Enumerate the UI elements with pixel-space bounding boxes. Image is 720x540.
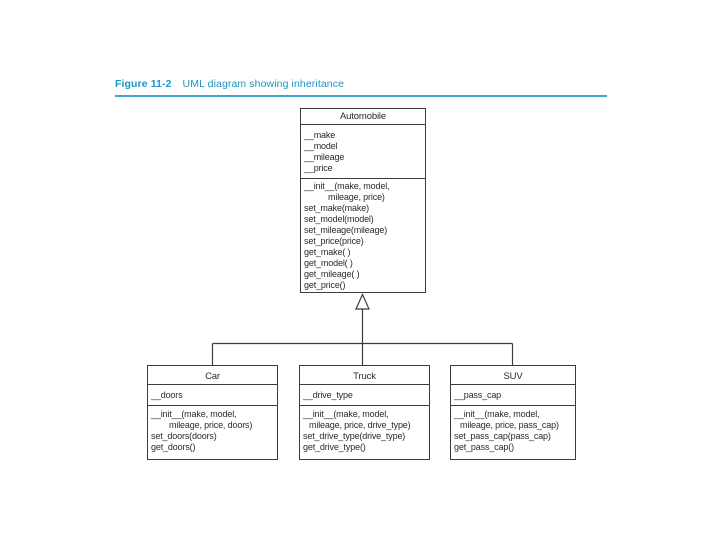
automobile-methods: __init__(make, model, mileage, price) se… [301, 179, 425, 291]
attribute: __make [304, 130, 336, 140]
method: set_make(make) [304, 203, 369, 213]
method: set_pass_cap(pass_cap) [454, 431, 551, 441]
truck-attributes: __drive_type [300, 385, 429, 406]
method: set_model(model) [304, 214, 374, 224]
method: set_doors(doors) [151, 431, 217, 441]
method-continuation: mileage, price) [328, 192, 385, 202]
method: set_price(price) [304, 236, 364, 246]
inheritance-triangle-icon [355, 293, 370, 310]
suv-attributes: __pass_cap [451, 385, 575, 406]
figure-caption: UML diagram showing inheritance [182, 78, 345, 90]
attribute: __model [304, 141, 338, 151]
method-continuation: mileage, price, doors) [169, 420, 253, 430]
method: get_mileage( ) [304, 269, 360, 279]
figure-label: Figure 11-2 [115, 78, 172, 90]
class-name-automobile: Automobile [301, 109, 425, 125]
attribute: __drive_type [303, 390, 353, 400]
class-name-suv: SUV [451, 366, 575, 385]
class-box-car: Car __doors __init__(make, model, mileag… [147, 365, 278, 460]
method: get_doors() [151, 442, 196, 452]
attribute: __mileage [304, 152, 345, 162]
class-box-suv: SUV __pass_cap __init__(make, model, mil… [450, 365, 576, 460]
method-continuation: mileage, price, pass_cap) [460, 420, 559, 430]
class-box-truck: Truck __drive_type __init__(make, model,… [299, 365, 430, 460]
method: get_drive_type() [303, 442, 366, 452]
attribute: __doors [151, 390, 183, 400]
class-name-car: Car [148, 366, 277, 385]
attribute: __price [304, 163, 333, 173]
method: __init__(make, model, [303, 409, 389, 419]
method: __init__(make, model, [151, 409, 237, 419]
car-attributes: __doors [148, 385, 277, 406]
suv-methods: __init__(make, model, mileage, price, pa… [451, 406, 575, 453]
method: get_make( ) [304, 247, 351, 257]
method: set_mileage(mileage) [304, 225, 388, 235]
method: set_drive_type(drive_type) [303, 431, 406, 441]
attribute: __pass_cap [454, 390, 502, 400]
class-box-automobile: Automobile __make __model __mileage __pr… [300, 108, 426, 293]
caption-rule [115, 95, 607, 97]
method: get_pass_cap() [454, 442, 514, 452]
method-continuation: mileage, price, drive_type) [309, 420, 411, 430]
figure-header: Figure 11-2 UML diagram showing inherita… [115, 78, 615, 90]
method: get_model( ) [304, 258, 353, 268]
car-methods: __init__(make, model, mileage, price, do… [148, 406, 277, 453]
method: __init__(make, model, [304, 181, 390, 191]
method: __init__(make, model, [454, 409, 540, 419]
class-name-truck: Truck [300, 366, 429, 385]
automobile-attributes: __make __model __mileage __price [301, 125, 425, 179]
truck-methods: __init__(make, model, mileage, price, dr… [300, 406, 429, 453]
method: get_price() [304, 280, 346, 290]
